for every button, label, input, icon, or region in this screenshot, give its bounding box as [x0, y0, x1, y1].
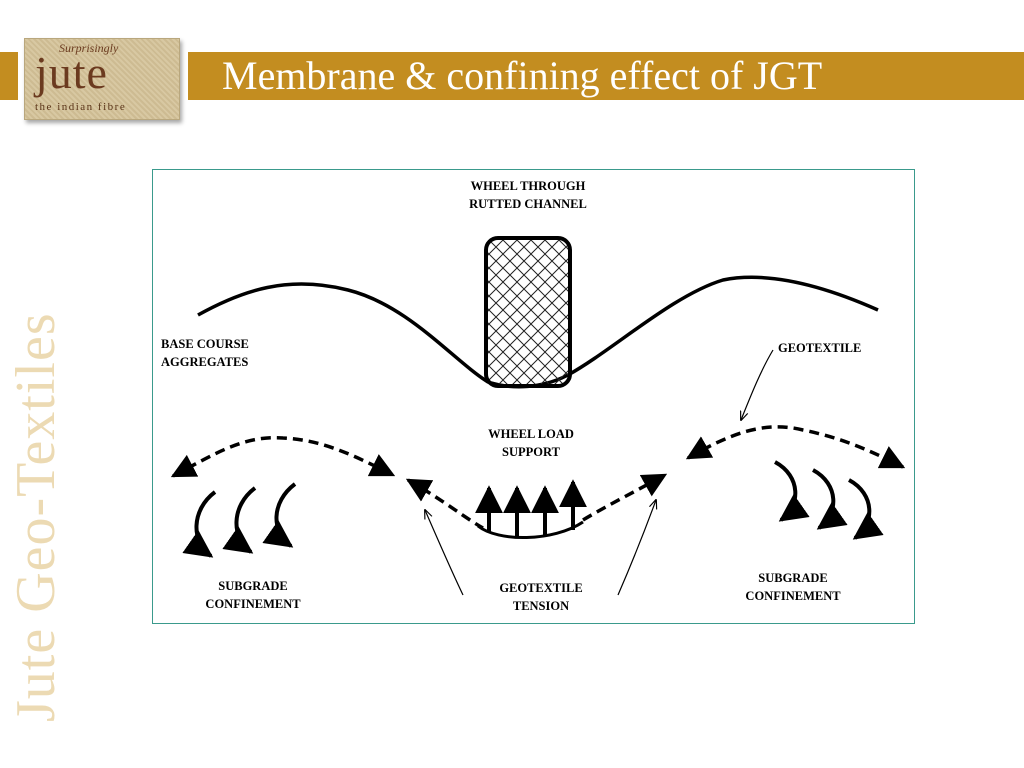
geotextile-center-right-dashed: [582, 473, 668, 522]
label-left-confinement-line2: CONFINEMENT: [205, 597, 301, 611]
label-tension-line2: TENSION: [513, 599, 569, 613]
label-right-confinement-line1: SUBGRADE: [758, 571, 827, 585]
geotextile-right-dashed: [685, 425, 906, 469]
jute-logo: Surprisingly jute the indian fibre: [24, 38, 180, 120]
membrane-diagram: WHEEL THROUGH RUTTED CHANNEL BASE COURSE…: [152, 169, 915, 624]
label-base-line1: BASE COURSE: [161, 337, 249, 351]
vertical-watermark-text: Jute Geo-Textiles: [5, 312, 67, 722]
slide-title: Membrane & confining effect of JGT: [222, 53, 823, 98]
label-wheel-line1: WHEEL THROUGH: [471, 179, 586, 193]
diagram-canvas: WHEEL THROUGH RUTTED CHANNEL BASE COURSE…: [161, 179, 906, 613]
left-confinement-arrows: [182, 482, 297, 558]
label-right-confinement-line2: CONFINEMENT: [745, 589, 841, 603]
logo-script-text: Surprisingly: [59, 41, 119, 55]
label-tension-line1: GEOTEXTILE: [499, 581, 582, 595]
logo-tagline: the indian fibre: [35, 101, 127, 113]
label-load-line2: SUPPORT: [502, 445, 561, 459]
tension-pointer-right: [617, 500, 656, 596]
label-wheel-line2: RUTTED CHANNEL: [469, 197, 587, 211]
geotextile-pointer: [741, 349, 774, 420]
tension-pointer-left: [425, 510, 464, 596]
wheel-icon: [484, 236, 572, 388]
label-load-line1: WHEEL LOAD: [488, 427, 574, 441]
right-confinement-arrows: [773, 460, 884, 540]
logo-word: jute: [35, 47, 108, 98]
geotextile-sag: [477, 520, 584, 540]
label-geotextile: GEOTEXTILE: [778, 341, 861, 355]
geotextile-left-dashed: [170, 435, 396, 478]
label-base-line2: AGGREGATES: [161, 355, 248, 369]
geotextile-center-dashed: [405, 478, 484, 530]
label-left-confinement-line1: SUBGRADE: [218, 579, 287, 593]
wheel-load-arrows: [475, 479, 587, 536]
